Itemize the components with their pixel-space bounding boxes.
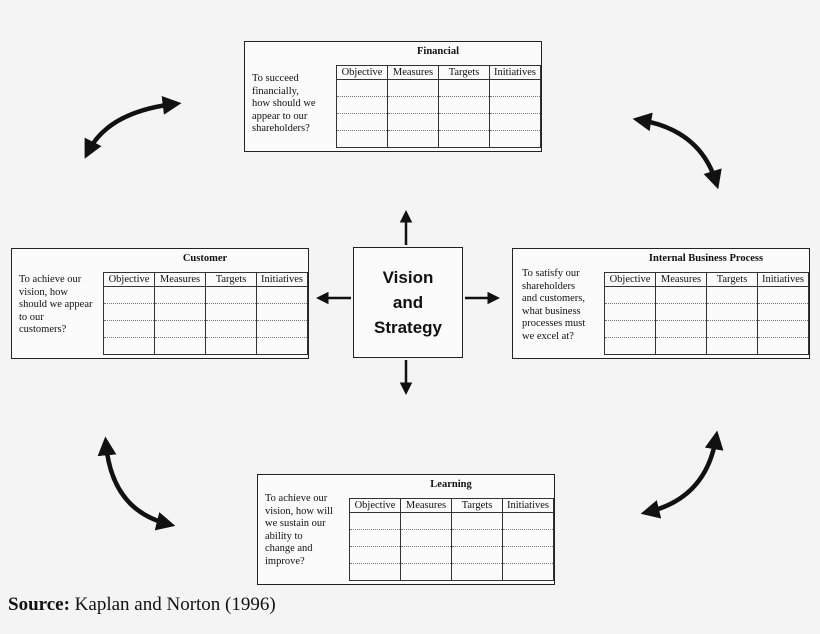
column-header: Targets [205,272,257,287]
table-row [604,286,809,304]
table-row [604,303,809,321]
internal-business-title: Internal Business Process [648,253,764,264]
learning-grid: Objective Measures Targets Initiatives [349,498,554,581]
curved-arrow-bottom-left [97,436,176,531]
column-header: Initiatives [489,65,541,80]
curved-arrow-top-right [632,112,722,190]
column-header: Objective [349,498,401,513]
source-caption: Source: Kaplan and Norton (1996) [8,594,276,616]
column-header: Targets [451,498,503,513]
column-header: Initiatives [256,272,308,287]
table-row [349,529,554,547]
column-header: Initiatives [757,272,809,287]
column-header: Targets [706,272,758,287]
table-row [604,337,809,355]
source-label: Source: [8,594,70,615]
table-row [336,130,541,148]
learning-panel: Learning To achieve our vision, how will… [257,474,555,585]
column-header: Targets [438,65,490,80]
column-header: Objective [604,272,656,287]
financial-grid: Objective Measures Targets Initiatives [336,65,541,148]
table-row [349,512,554,530]
column-header: Measures [154,272,206,287]
financial-title: Financial [416,46,459,57]
table-row [349,546,554,564]
table-row [336,79,541,97]
curved-arrow-top-left [84,95,182,159]
column-header: Measures [387,65,439,80]
table-row [103,320,308,338]
source-text: Kaplan and Norton (1996) [74,594,276,615]
customer-question: To achieve our vision, how should we app… [19,274,93,335]
table-row [103,303,308,321]
column-header: Measures [400,498,452,513]
table-row [103,337,308,355]
customer-title: Customer [182,253,228,264]
table-row [336,113,541,131]
column-header: Objective [103,272,155,287]
customer-panel: Customer To achieve our vision, how shou… [11,248,309,359]
learning-title: Learning [430,479,472,490]
internal-business-question: To satisfy our shareholders and customer… [522,268,586,342]
center-line-2: and [392,293,424,312]
column-header: Objective [336,65,388,80]
financial-question: To succeed financially, how should we ap… [252,73,316,134]
curved-arrow-bottom-right [640,430,724,519]
financial-panel: Financial To succeed financially, how sh… [244,41,542,152]
table-row [103,286,308,304]
table-row [349,563,554,581]
internal-business-panel: Internal Business Process To satisfy our… [512,248,810,359]
column-header: Measures [655,272,707,287]
internal-business-grid: Objective Measures Targets Initiatives [604,272,809,355]
center-line-1: Vision [382,268,434,287]
table-row [604,320,809,338]
column-header: Initiatives [502,498,554,513]
learning-question: To achieve our vision, how will we susta… [265,493,333,567]
vision-strategy-box: Vision and Strategy [353,247,463,358]
customer-grid: Objective Measures Targets Initiatives [103,272,308,355]
table-row [336,96,541,114]
center-line-3: Strategy [373,318,443,337]
